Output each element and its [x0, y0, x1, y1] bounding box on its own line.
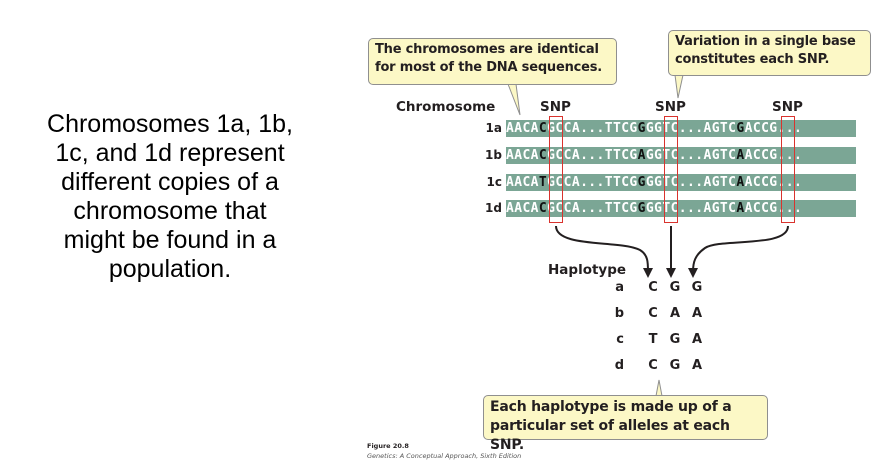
- snp-base: C: [538, 148, 548, 163]
- snp-base: A: [637, 148, 646, 163]
- callout-variation: Variation in a single base constitutes e…: [668, 30, 871, 76]
- snp-base: A: [736, 175, 745, 190]
- snp-base: G: [637, 121, 646, 136]
- arrow-snp1: [555, 225, 649, 273]
- snp-base: G: [637, 201, 646, 216]
- snp-base: A: [736, 201, 745, 216]
- chromosome-sequence-1d: AACACGCCA...TTCGGGGTC...AGTCAACCG...: [506, 200, 856, 217]
- snp-label-1: SNP: [540, 99, 571, 115]
- arrow-snp3: [692, 225, 789, 273]
- snp-base: C: [538, 121, 548, 136]
- chromosome-label: 1c: [486, 175, 502, 189]
- snp-highlight-box-3: [781, 116, 795, 223]
- chromosome-label: 1b: [485, 148, 502, 162]
- snp-base: A: [736, 148, 745, 163]
- snp-label-3: SNP: [772, 99, 803, 115]
- chromosome-label: 1a: [485, 121, 502, 135]
- callout-pointer-variation: [674, 74, 684, 99]
- chromosome-heading: Chromosome: [396, 99, 496, 115]
- figure-caption: Figure 20.8: [367, 442, 409, 450]
- snp-base: G: [637, 175, 646, 190]
- chromosome-sequence-1c: AACATGCCA...TTCGGGGTC...AGTCAACCG...: [506, 174, 856, 191]
- snp-highlight-box-1: [549, 116, 563, 223]
- chromosome-sequence-1a: AACACGCCA...TTCGGGGTC...AGTCGACCG...: [506, 120, 856, 137]
- callout-pointer-haplotype: [655, 379, 663, 397]
- snp-highlight-box-2: [664, 116, 678, 223]
- snp-base: C: [538, 201, 548, 216]
- snp-label-2: SNP: [655, 99, 686, 115]
- snp-base: T: [538, 175, 548, 190]
- callout-identical: The chromosomes are identical for most o…: [368, 38, 617, 85]
- chromosome-label: 1d: [485, 201, 502, 215]
- slide-description: Chromosomes 1a, 1b, 1c, and 1d represent…: [47, 110, 293, 283]
- figure-source: Genetics: A Conceptual Approach, Sixth E…: [367, 452, 522, 460]
- chromosome-sequence-1b: AACACGCCA...TTCGAGGTC...AGTCAACCG...: [506, 147, 856, 164]
- callout-pointer-identical: [507, 83, 521, 116]
- snp-base: G: [736, 121, 745, 136]
- haplotype-heading: Haplotype: [548, 262, 627, 278]
- callout-haplotype: Each haplotype is made up of a particula…: [483, 395, 768, 453]
